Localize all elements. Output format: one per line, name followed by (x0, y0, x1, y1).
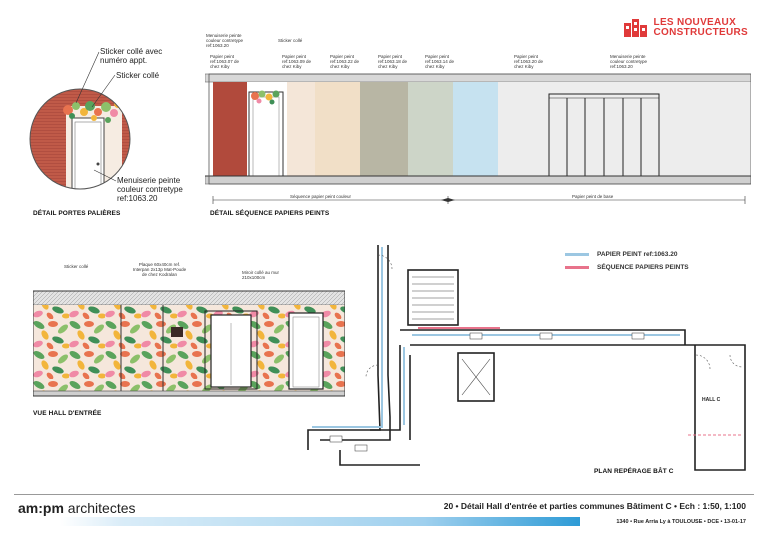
hall-label-sticker: Sticker collé (64, 264, 89, 269)
plan-hall-label: HALL C (702, 397, 721, 403)
project-title: 20 • Détail Hall d'entrée et parties com… (443, 501, 746, 511)
seq-label-0: Menuiserie peinte couleur contretype ref… (206, 33, 244, 48)
sequence-caption: DÉTAIL SÉQUENCE PAPIERS PEINTS (210, 210, 330, 217)
door-label-menuiserie: Menuiserie peinte couleur contretype ref… (117, 176, 183, 203)
legend-wallpaper: PAPIER PEINT ref:1063.20 (565, 251, 677, 258)
door-detail-caption: DÉTAIL PORTES PALIÈRES (33, 210, 121, 217)
architect-logo-light: architectes (67, 500, 136, 516)
seq-color-label: Séquence papier peint couleur (290, 194, 352, 199)
seq-label-8: Menuiserie peinte couleur contretype ref… (610, 54, 648, 69)
seq-label-4: Papier peint ref:1063.22 de chez Kiby (330, 54, 360, 69)
hall-label-miroir: Miroir collé au mur 210x100cm (242, 270, 280, 280)
logo-line1: LES NOUVEAUX (653, 17, 737, 28)
seq-label-3: Papier peint ref:1063.09 de chez Kiby (282, 54, 312, 69)
footer-gradient-bar (60, 517, 580, 526)
legend-swatch-blue (565, 253, 589, 256)
project-address: 1340 • Rue Arria Ly à TOULOUSE • DCE • 1… (616, 519, 746, 525)
hall-caption: VUE HALL D'ENTRÉE (33, 410, 102, 417)
sequence-elevation (205, 73, 751, 204)
plan-caption: PLAN REPÉRAGE BÂT C (594, 468, 674, 475)
door-label-sticker: Sticker collé (116, 71, 160, 80)
seq-label-2: Papier peint ref:1063.07 de chez Kiby (210, 54, 240, 69)
footer-divider (14, 494, 754, 495)
architect-logo: am:pm architectes (18, 500, 136, 516)
door-label-sticker-number: Sticker collé avec numéro appt. (100, 47, 163, 65)
seq-label-7: Papier peint ref:1063.20 de chez Kiby (514, 54, 544, 69)
seq-label-5: Papier peint ref:1063.18 de chez Kiby (378, 54, 408, 69)
hall-elevation (33, 290, 345, 397)
seq-label-1: Sticker collé (278, 38, 303, 43)
logo-icon (623, 19, 647, 37)
architect-logo-bold: am:pm (18, 500, 64, 516)
seq-base-label: Papier peint de base (572, 194, 614, 199)
legend-swatch-pink (565, 266, 589, 269)
hall-label-plaque: Plaque 60x40cm ref. Interpan 2x13p Mat-P… (132, 262, 187, 277)
company-logo: LES NOUVEAUX CONSTRUCTEURS (623, 17, 748, 38)
legend-label-sequence: SÉQUENCE PAPIERS PEINTS (597, 264, 689, 271)
legend-label-wallpaper: PAPIER PEINT ref:1063.20 (597, 251, 678, 258)
floor-plan (307, 245, 746, 471)
legend-sequence: SÉQUENCE PAPIERS PEINTS (565, 264, 689, 271)
logo-line2: CONSTRUCTEURS (653, 27, 748, 38)
seq-label-6: Papier peint ref:1063.14 de chez Kiby (425, 54, 455, 69)
